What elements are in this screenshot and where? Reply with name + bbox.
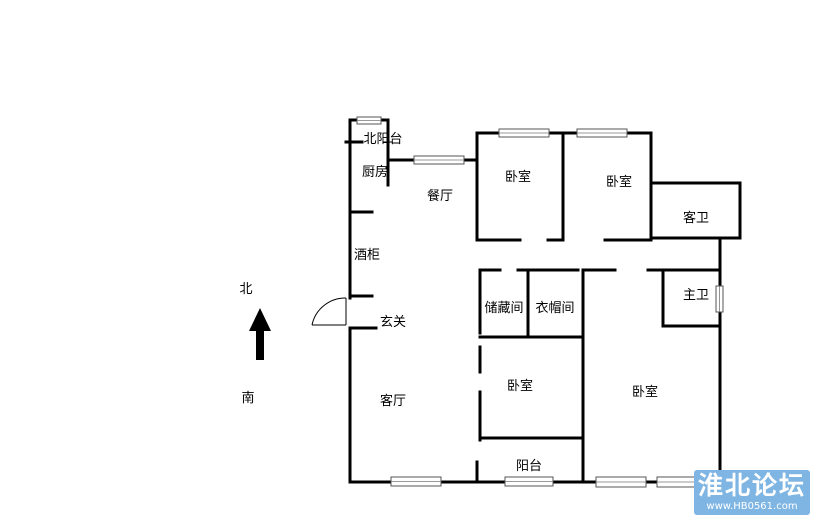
windows [356,116,724,488]
label-guest-bath: 客卫 [683,210,709,226]
label-wine-cabinet: 酒柜 [354,248,380,263]
compass-south-label: 南 [241,390,254,406]
label-bedroom-2: 卧室 [606,174,632,190]
label-living: 客厅 [380,393,406,409]
label-bedroom-4: 卧室 [632,384,658,400]
label-storage: 储藏间 [484,301,523,316]
window-bedroom-4-a [595,476,647,488]
door-arc [311,297,347,326]
room-labels: 北阳台 厨房 餐厅 卧室 卧室 客卫 酒柜 储藏间 衣帽间 主卫 玄关 客厅 卧… [354,132,709,474]
compass-north-label: 北 [239,282,252,297]
label-dining: 餐厅 [427,188,453,204]
window-bedroom-2 [576,128,628,138]
label-master-bath: 主卫 [683,288,709,303]
north-arrow-icon [249,308,271,360]
window-dining [413,155,465,165]
label-bedroom-3: 卧室 [507,378,533,394]
compass: 北 南 [239,282,271,406]
window-living [390,476,442,487]
watermark-url: www.HB0561.com [706,501,798,512]
label-foyer: 玄关 [380,315,406,330]
label-bedroom-1: 卧室 [505,169,531,185]
watermark-badge: 淮北论坛 www.HB0561.com [694,470,810,515]
window-north-balcony [356,116,382,125]
entrance-door [311,297,347,326]
window-bedroom-1 [498,128,550,138]
window-balcony [504,476,554,487]
watermark-title: 淮北论坛 [697,471,806,500]
label-kitchen: 厨房 [362,164,388,180]
label-north-balcony: 北阳台 [363,132,402,147]
window-master-bath [715,285,724,313]
label-closet: 衣帽间 [535,300,574,316]
label-balcony: 阳台 [516,459,542,474]
